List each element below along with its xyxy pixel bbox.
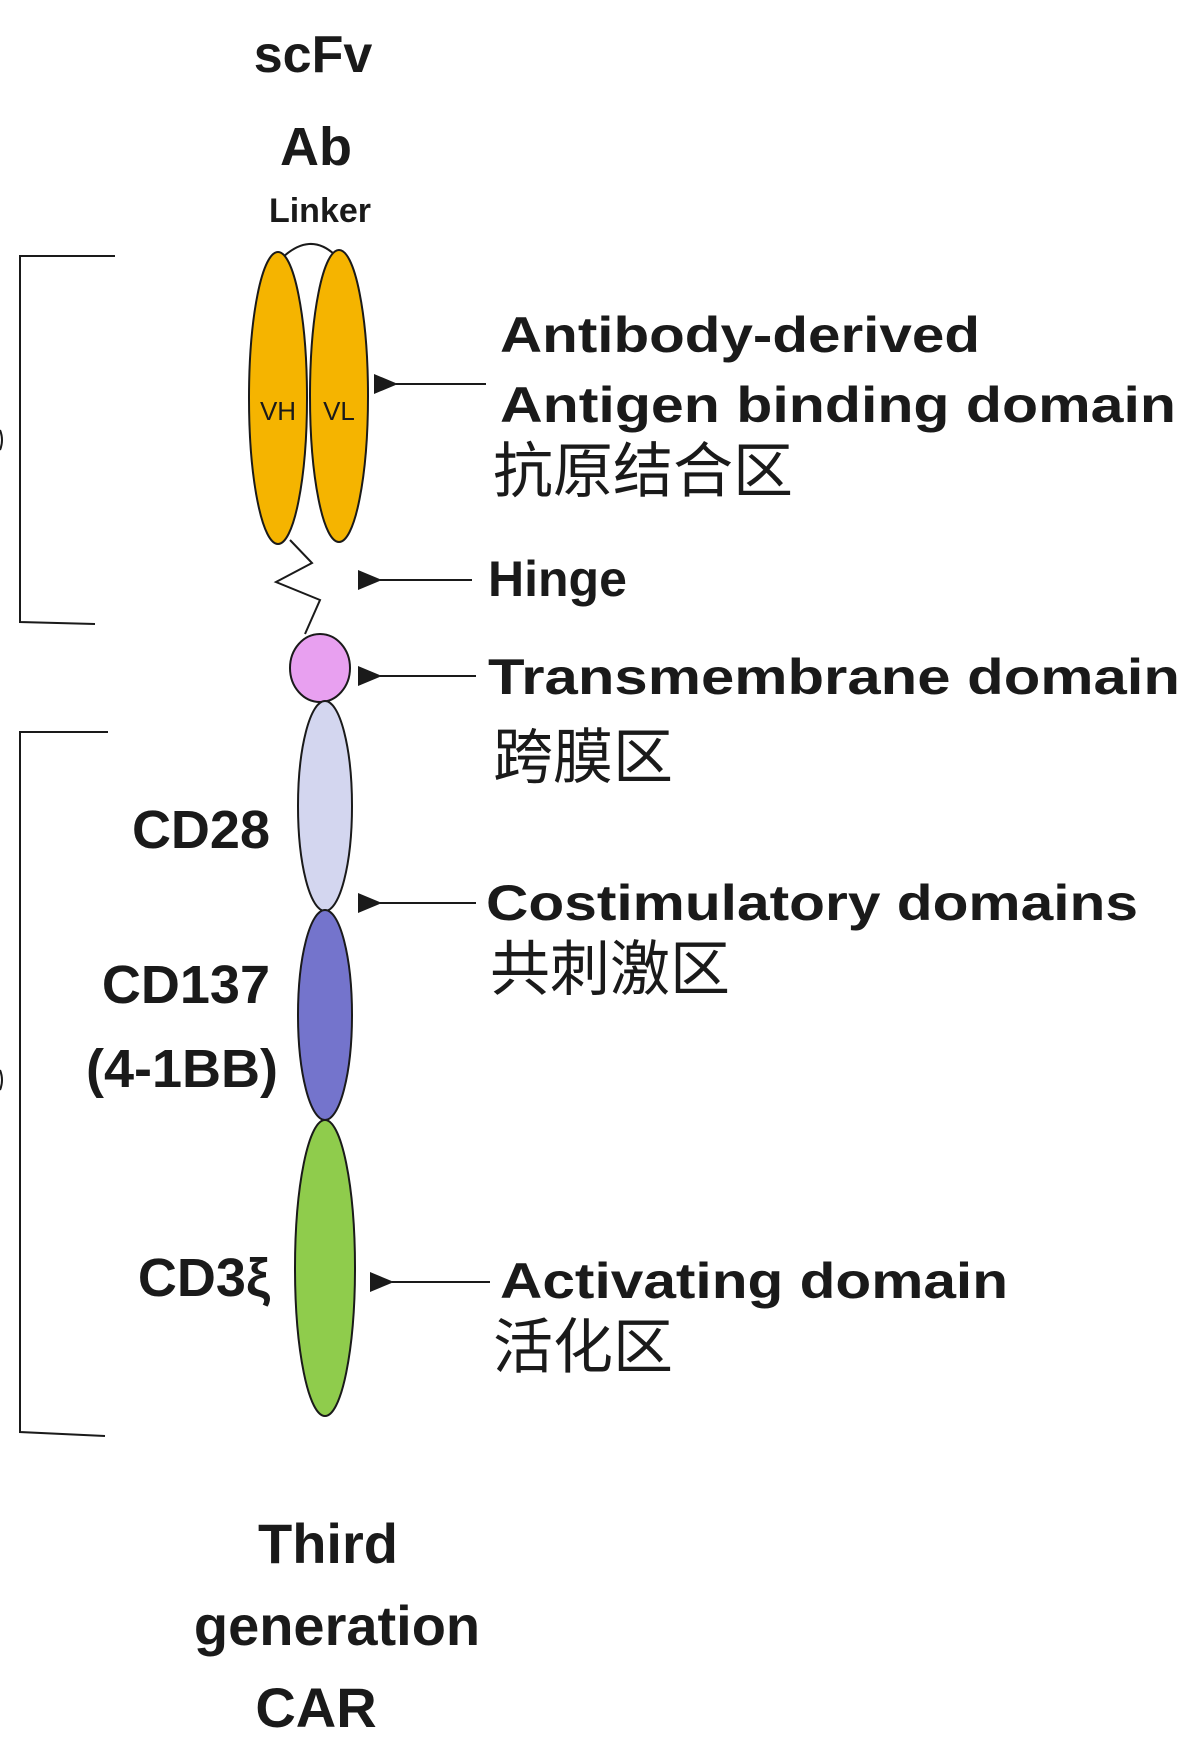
vh-domain (248, 251, 308, 545)
extracellular-bracket-tick (0, 429, 3, 451)
cd3z-domain (294, 1119, 356, 1417)
linker-label: Linker (269, 192, 371, 230)
tm-label-cn: 跨膜区 (493, 723, 673, 793)
hinge-label: Hinge (488, 551, 627, 607)
antigen-label-cn: 抗原结合区 (493, 437, 793, 507)
activating-label-cn: 活化区 (493, 1313, 673, 1383)
intracellular-bracket-tick (0, 1069, 3, 1091)
ab-label: Ab (280, 117, 352, 177)
transmembrane-domain (289, 633, 351, 703)
cd137-domain (297, 909, 353, 1121)
activating-label: Activating domain (500, 1253, 1008, 1309)
intracellular-bracket (19, 731, 108, 1437)
costim-label: Costimulatory domains (486, 875, 1138, 931)
cd137-alt-label: (4-1BB) (86, 1039, 278, 1099)
extracellular-bracket (19, 255, 115, 625)
costim-label-cn: 共刺激区 (490, 935, 730, 1005)
cd28-label: CD28 (132, 800, 270, 860)
caption-generation: generation (194, 1594, 480, 1657)
cd3z-label: CD3ξ (138, 1248, 271, 1308)
vl-domain (309, 249, 369, 543)
vh-label: VH (260, 396, 296, 426)
hinge-zigzag (273, 539, 322, 635)
cd137-label: CD137 (102, 955, 270, 1015)
caption-third: Third (258, 1512, 398, 1575)
caption-car: CAR (255, 1676, 376, 1739)
scfv-label: scFv (254, 26, 373, 84)
cd28-domain (297, 700, 353, 912)
antigen-label-line2: Antigen binding domain (500, 377, 1176, 433)
antigen-label-line1: Antibody-derived (500, 307, 980, 363)
vl-label: VL (323, 396, 355, 426)
tm-label: Transmembrane domain (488, 649, 1180, 705)
